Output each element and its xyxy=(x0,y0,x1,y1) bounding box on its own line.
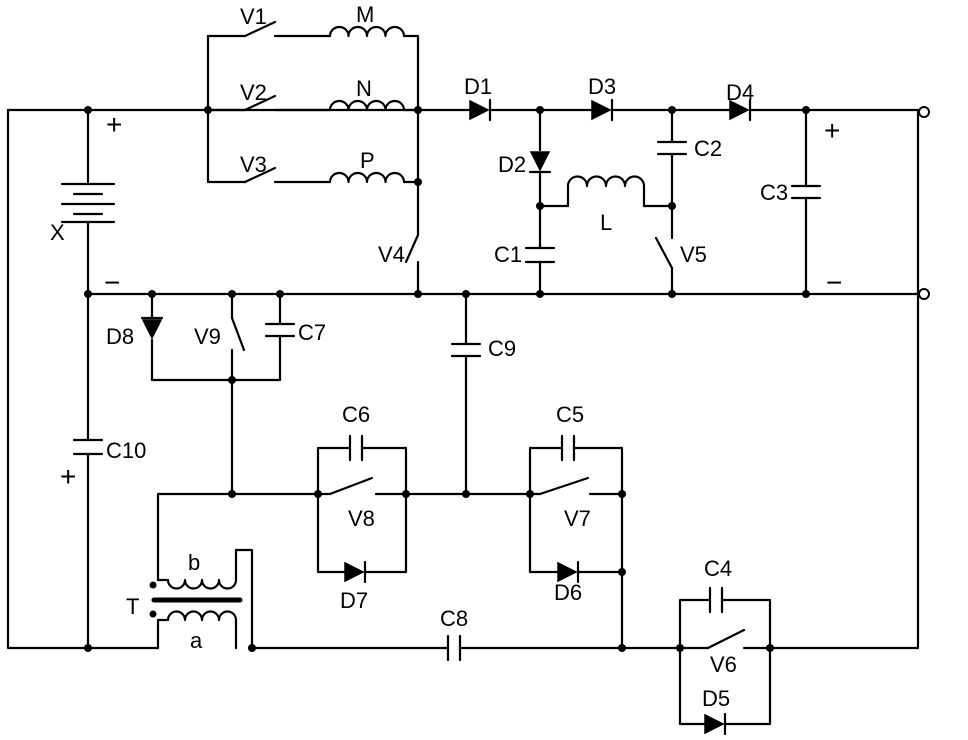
label-d7: D7 xyxy=(340,588,368,613)
label-d2: D2 xyxy=(498,152,526,177)
capacitor-c2 xyxy=(658,142,686,154)
inductor-m xyxy=(330,27,404,36)
label-c2: C2 xyxy=(694,136,722,161)
label-n: N xyxy=(356,76,372,101)
label-v2: V2 xyxy=(240,80,267,105)
label-c8: C8 xyxy=(440,606,468,631)
label-c10: C10 xyxy=(106,438,146,463)
switch-v9 xyxy=(232,318,244,350)
capacitor-c5 xyxy=(562,436,574,460)
label-battery-minus: − xyxy=(104,267,120,298)
label-output-minus: − xyxy=(826,267,842,298)
diode-d1 xyxy=(470,100,490,120)
inductor-l xyxy=(568,177,644,207)
diode-d7 xyxy=(345,562,365,582)
label-d4: D4 xyxy=(726,80,754,105)
capacitor-c3 xyxy=(792,186,820,198)
label-t: T xyxy=(126,594,139,619)
label-v1: V1 xyxy=(240,4,267,29)
label-v6: V6 xyxy=(710,652,737,677)
label-v5: V5 xyxy=(680,242,707,267)
switch-v6 xyxy=(708,630,744,648)
capacitor-c6 xyxy=(350,436,362,460)
label-c4: C4 xyxy=(704,556,732,581)
diode-d5 xyxy=(705,714,725,734)
label-b: b xyxy=(188,550,200,575)
label-v8: V8 xyxy=(348,506,375,531)
label-m: M xyxy=(356,2,374,27)
labels: V1 M V2 N V3 P V4 D1 D3 D4 D2 C2 L C3 C1… xyxy=(50,2,842,711)
label-d1: D1 xyxy=(464,74,492,99)
label-a: a xyxy=(190,628,203,653)
switch-v4 xyxy=(406,235,418,262)
switch-v7 xyxy=(540,478,588,494)
label-l: L xyxy=(600,210,612,235)
output-terminals xyxy=(919,107,929,299)
label-x: X xyxy=(50,220,65,245)
label-battery-plus: + xyxy=(106,109,122,140)
diode-d8 xyxy=(142,318,162,338)
diode-d2 xyxy=(530,152,550,172)
capacitor-c4 xyxy=(710,588,722,612)
capacitor-c10 xyxy=(74,440,102,454)
switch-v8 xyxy=(330,478,372,494)
inductor-p xyxy=(330,173,404,182)
label-d6: D6 xyxy=(554,580,582,605)
label-c9: C9 xyxy=(488,336,516,361)
label-v3: V3 xyxy=(240,152,267,177)
capacitor-c7 xyxy=(266,324,294,336)
label-v4: V4 xyxy=(378,242,405,267)
label-d8: D8 xyxy=(106,324,134,349)
battery-x xyxy=(62,184,114,222)
label-v7: V7 xyxy=(564,506,591,531)
label-output-plus: + xyxy=(824,115,840,146)
diodes xyxy=(142,100,750,734)
capacitor-c8 xyxy=(448,636,460,660)
label-c1: C1 xyxy=(494,242,522,267)
switch-v5 xyxy=(656,238,672,268)
capacitor-c1 xyxy=(526,248,554,262)
label-c7: C7 xyxy=(298,320,326,345)
inductor-n xyxy=(330,101,404,110)
label-c10-plus: + xyxy=(60,461,76,492)
label-d3: D3 xyxy=(588,74,616,99)
capacitor-c9 xyxy=(452,344,480,356)
label-v9: V9 xyxy=(194,324,221,349)
diode-d3 xyxy=(592,100,612,120)
label-c3: C3 xyxy=(760,180,788,205)
diode-d6 xyxy=(558,562,578,582)
label-p: P xyxy=(360,148,375,173)
label-c5: C5 xyxy=(556,402,584,427)
label-d5: D5 xyxy=(702,686,730,711)
label-c6: C6 xyxy=(342,402,370,427)
